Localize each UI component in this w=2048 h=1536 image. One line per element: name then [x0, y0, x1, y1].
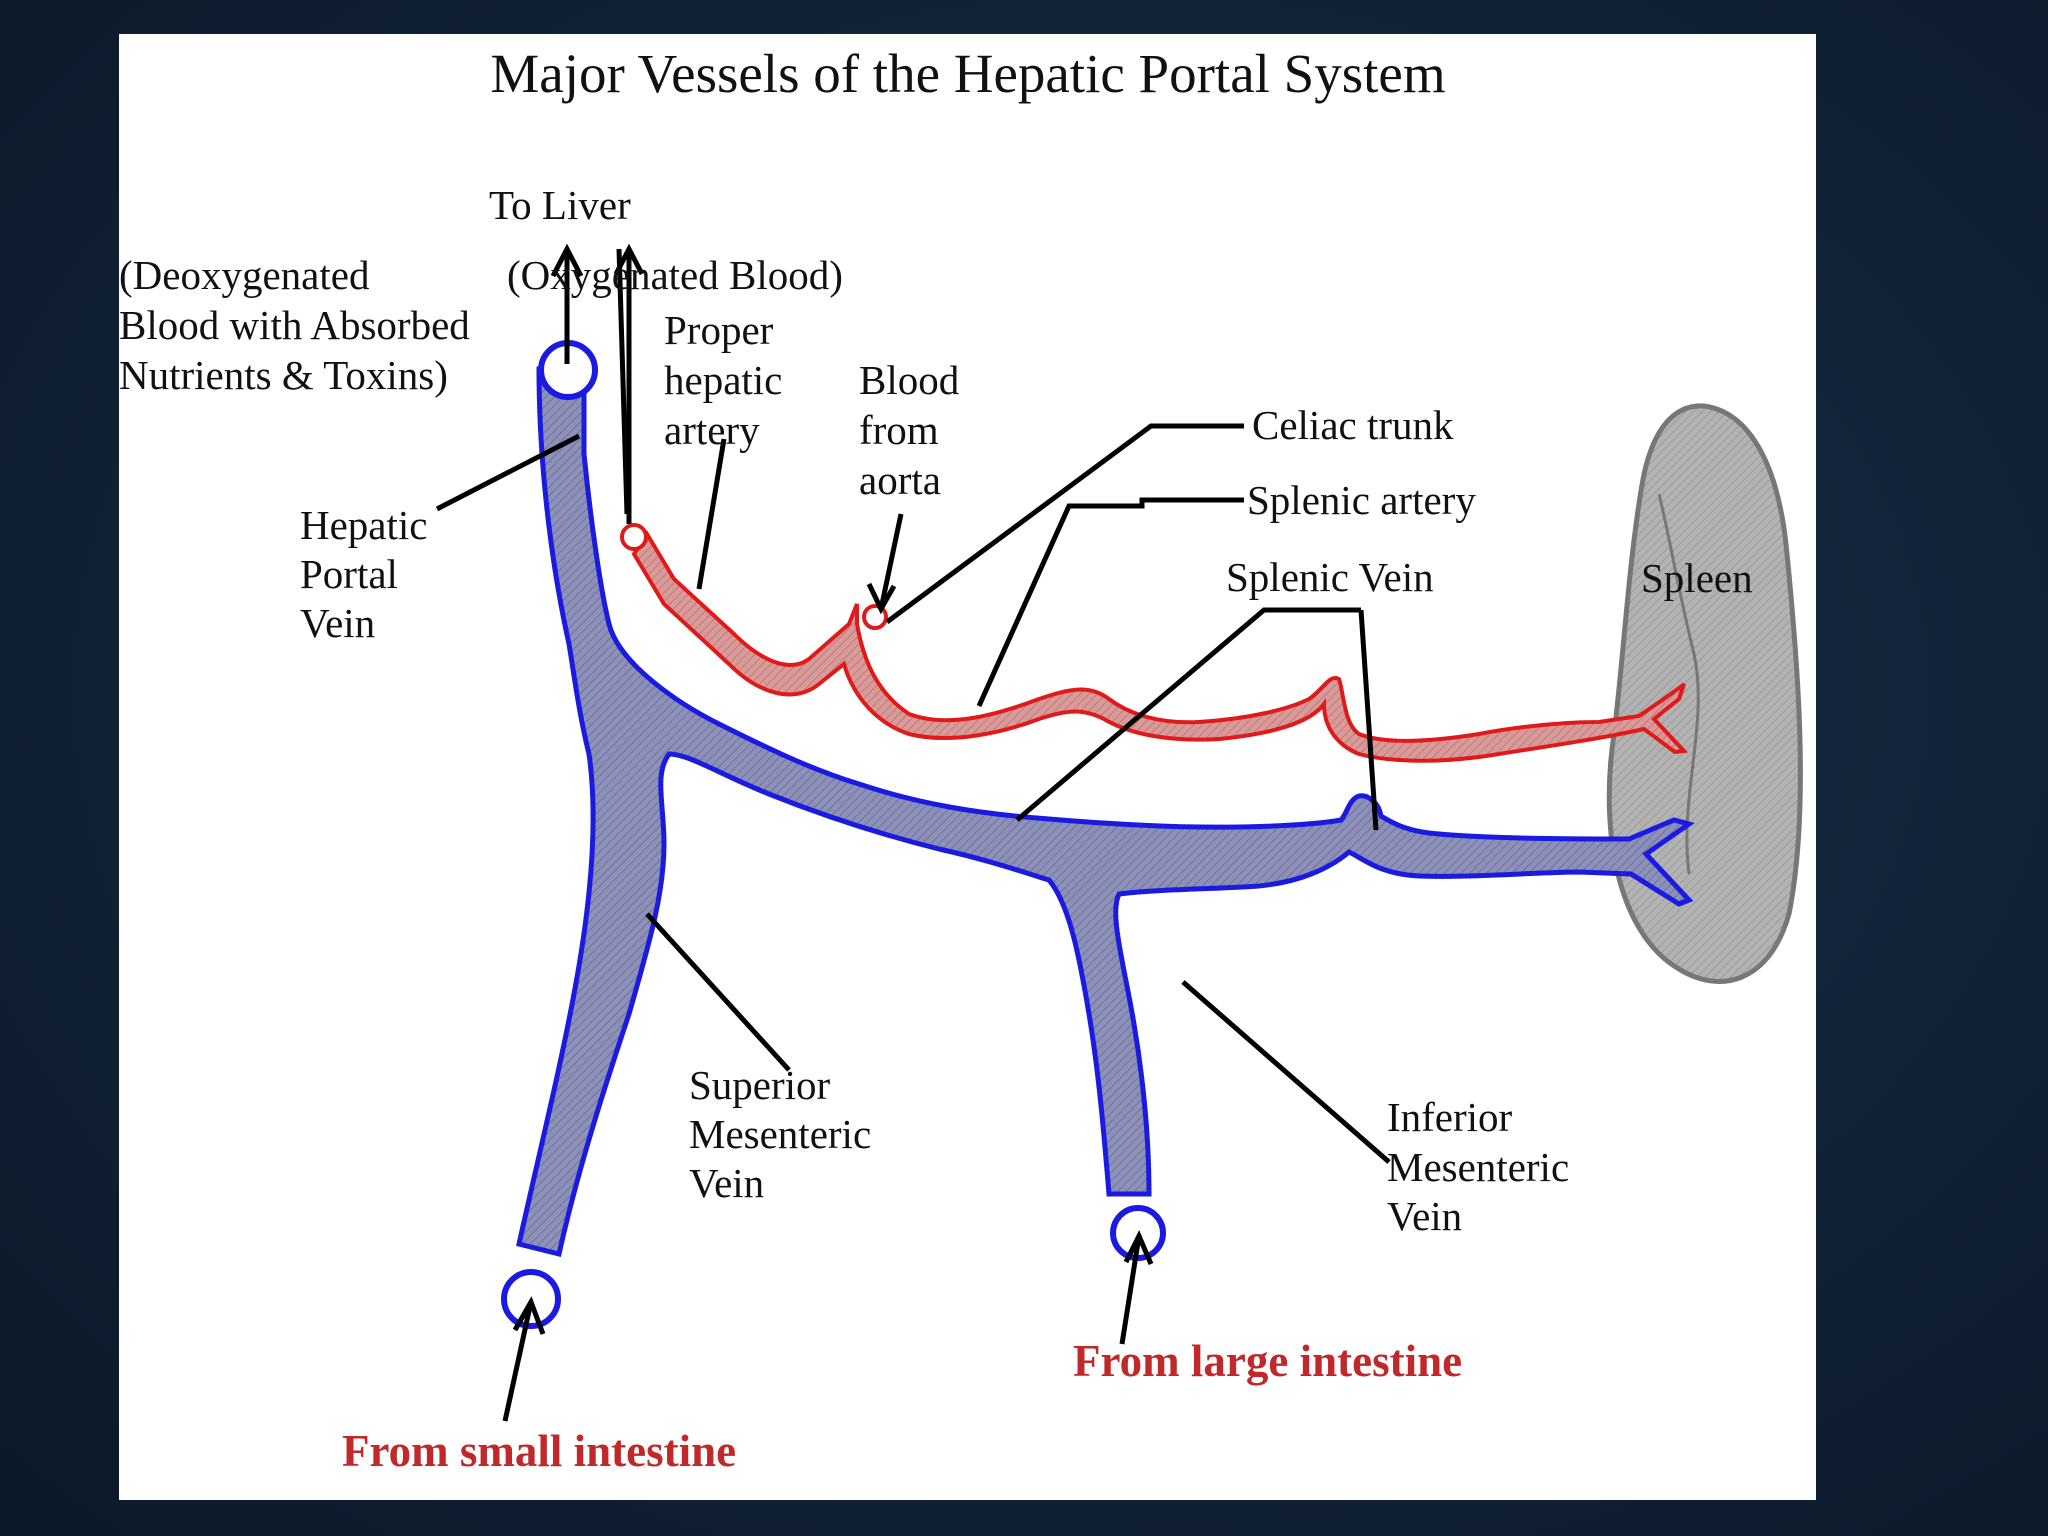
proper-hepatic-line-2: hepatic: [664, 357, 782, 403]
inferior-mesenteric-line-1: Inferior: [1387, 1094, 1513, 1140]
splenic-vein-label: Splenic Vein: [1226, 554, 1434, 600]
to-liver-vein-arrowhead: [550, 243, 584, 278]
spleen-shape: [1606, 403, 1803, 984]
splenic-artery: [631, 530, 1689, 763]
deoxygenated-line-2: Blood with Absorbed: [119, 302, 470, 348]
splenic-artery-leader: [976, 497, 1244, 708]
proper-hepatic-line-3: artery: [664, 407, 760, 453]
small-intestine-arrowhead: [512, 1296, 546, 1335]
inferior-mesenteric-line-3: Vein: [1387, 1193, 1462, 1239]
splenic-artery-label: Splenic artery: [1247, 477, 1476, 523]
small-intestine-arrow: [502, 1301, 534, 1422]
inferior-mesenteric-leader: [1181, 980, 1391, 1164]
large-intestine-arrow: [1119, 1235, 1142, 1345]
proper-hepatic-leader: [696, 438, 727, 590]
blood-from-aorta-line-1: Blood: [859, 357, 959, 403]
superior-mesenteric-leader: [645, 912, 791, 1072]
superior-mesenteric-line-3: Vein: [689, 1160, 764, 1206]
splenic-vein-leader: [1015, 607, 1361, 822]
hepatic-portal-line-3: Vein: [300, 600, 375, 646]
aorta-arrowhead: [866, 582, 897, 615]
diagram-panel: Major Vessels of the Hepatic Portal Syst…: [119, 34, 1816, 1500]
splenic-vein-leader-2: [1358, 609, 1379, 831]
portal-venous-system: [516, 366, 1695, 1258]
hepatic-artery-opening: [620, 523, 648, 551]
spleen-label: Spleen: [1641, 555, 1753, 601]
to-liver-artery-arrowhead: [613, 243, 645, 276]
inferior-mesenteric-line-2: Mesenteric: [1387, 1144, 1569, 1190]
oxygenated-label: (Oxygenated Blood): [507, 252, 843, 298]
from-small-intestine-label: From small intestine: [342, 1426, 736, 1476]
large-intestine-arrowhead: [1123, 1230, 1154, 1265]
leader-lines: [435, 243, 1391, 1422]
hepatic-portal-line-2: Portal: [300, 551, 398, 597]
celiac-trunk-label: Celiac trunk: [1252, 402, 1454, 448]
celiac-trunk-leader: [885, 423, 1244, 625]
aorta-arrow: [878, 513, 904, 610]
diagram-title: Major Vessels of the Hepatic Portal Syst…: [490, 43, 1445, 104]
proper-hepatic-line-1: Proper: [664, 307, 774, 353]
deoxygenated-line-3: Nutrients & Toxins): [119, 352, 448, 398]
hepatic-portal-line-1: Hepatic: [300, 502, 427, 548]
from-large-intestine-label: From large intestine: [1073, 1336, 1462, 1386]
superior-mesenteric-line-1: Superior: [689, 1062, 831, 1108]
spleen-inner-line: [1657, 493, 1700, 875]
hepatic-portal-leader: [435, 433, 581, 512]
blood-from-aorta-line-2: from: [859, 407, 939, 453]
proper-hepatic-artery: [616, 248, 630, 515]
to-liver-label: To Liver: [489, 182, 631, 228]
blood-from-aorta-line-3: aorta: [859, 457, 941, 503]
superior-mesenteric-line-2: Mesenteric: [689, 1111, 871, 1157]
hepatic-portal-diagram: Major Vessels of the Hepatic Portal Syst…: [119, 43, 1803, 1476]
deoxygenated-line-1: (Deoxygenated: [119, 252, 369, 298]
